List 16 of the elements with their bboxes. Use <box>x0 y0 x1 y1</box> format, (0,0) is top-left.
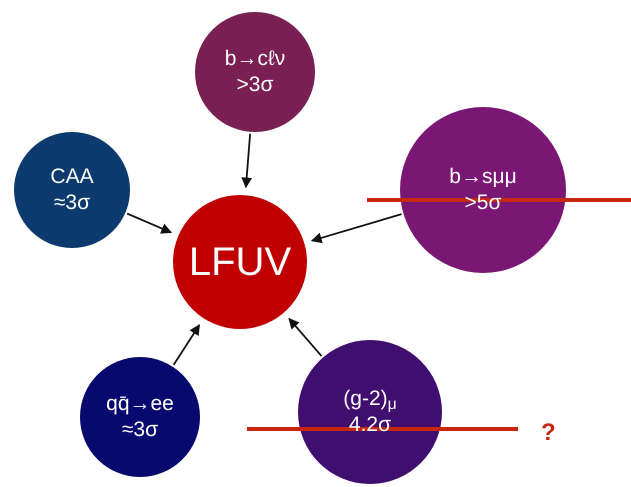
significance-value: ≈3σ <box>122 417 158 443</box>
arrow <box>288 318 322 357</box>
arrow <box>241 134 252 188</box>
question-mark: ? <box>541 418 556 448</box>
topic-name: LFUV <box>188 239 292 286</box>
significance-value: >5σ <box>464 190 502 216</box>
significance-value: ≈3σ <box>54 190 90 216</box>
topic-name: CAA <box>50 164 94 190</box>
topic-name: b→sμμ <box>449 164 517 190</box>
topic-name: b→cℓν <box>224 46 286 72</box>
significance-value: >3σ <box>236 72 274 98</box>
topic-name: qq̄→ee <box>106 390 174 417</box>
arrow <box>126 212 172 234</box>
topic-name: (g-2)$_{μ}$ <box>343 386 397 412</box>
arrow <box>310 213 402 244</box>
arrow <box>172 324 200 366</box>
